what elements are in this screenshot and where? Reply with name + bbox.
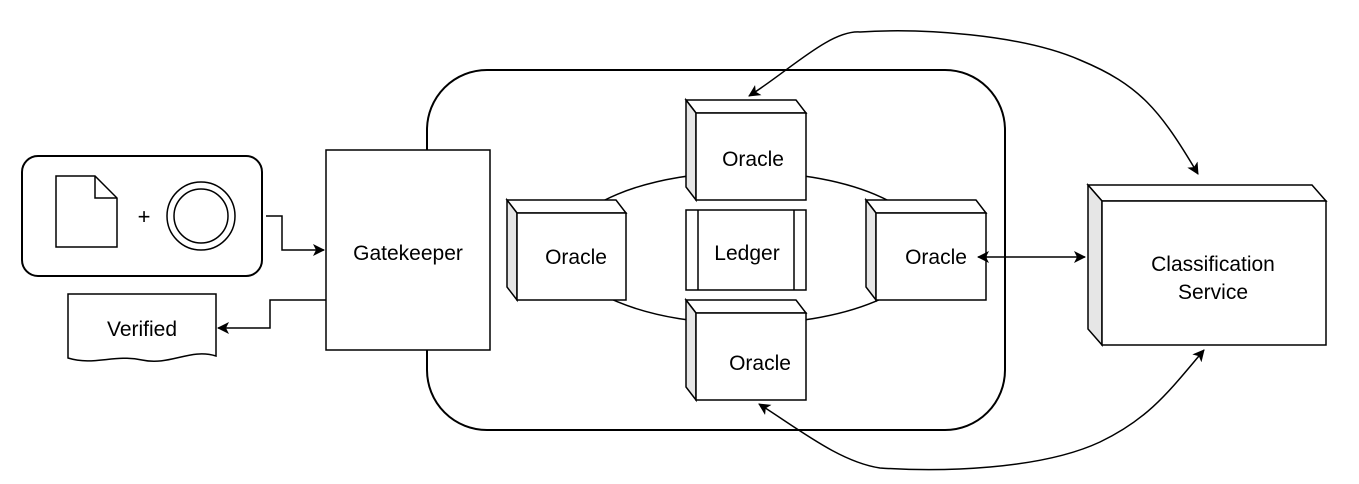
double-circle-icon	[166, 181, 236, 251]
oracle-top-node[interactable]: Oracle	[684, 97, 808, 203]
verified-node[interactable]: Verified	[67, 293, 217, 362]
edge-gatekeeper-to-verified	[217, 299, 326, 334]
oracle-bottom-node[interactable]: Oracle	[684, 297, 808, 403]
gatekeeper-node[interactable]: Gatekeeper	[325, 149, 491, 351]
edge-oracle-bottom-classification	[758, 349, 1205, 471]
classification-label-line2: Service	[1178, 281, 1248, 304]
verified-label: Verified	[107, 318, 177, 341]
ledger-node[interactable]: Ledger	[685, 209, 807, 291]
classification-service-node[interactable]: Classification Service	[1086, 183, 1328, 347]
oracle-left-label: Oracle	[545, 246, 607, 269]
edge-oracle-top-classification	[748, 30, 1199, 175]
oracle-right-node[interactable]: Oracle	[864, 197, 988, 303]
ledger-label: Ledger	[714, 242, 779, 265]
plus-sign: +	[138, 204, 151, 229]
edge-input-to-gatekeeper	[266, 215, 325, 256]
input-group[interactable]: +	[21, 155, 263, 277]
oracle-top-label: Oracle	[722, 148, 784, 171]
oracle-right-label: Oracle	[905, 246, 967, 269]
gatekeeper-label: Gatekeeper	[353, 242, 463, 265]
classification-label-line1: Classification	[1151, 253, 1275, 276]
document-icon	[55, 175, 118, 248]
oracle-bottom-label: Oracle	[729, 352, 791, 375]
oracle-left-node[interactable]: Oracle	[505, 197, 628, 303]
